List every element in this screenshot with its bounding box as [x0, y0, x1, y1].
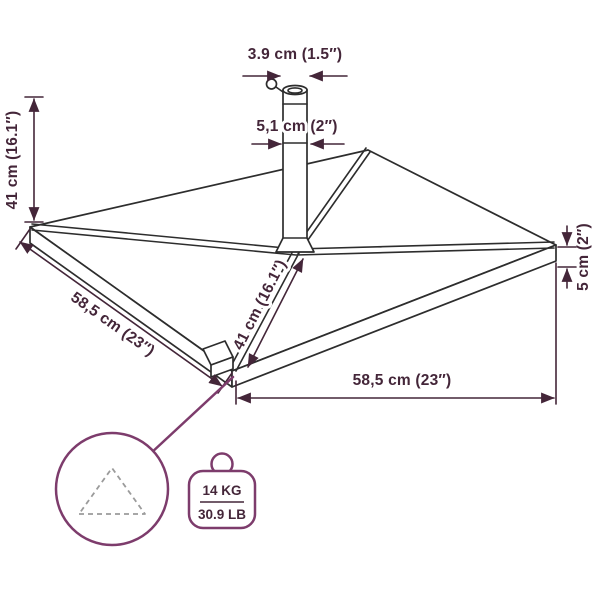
weight-body [187, 469, 257, 530]
dim-pole-collar-diameter: 5,1 cm (2″) [251, 115, 345, 150]
dim-pole-top-diameter: 3.9 cm (1.5″) [242, 46, 348, 82]
pole-opening [287, 87, 303, 94]
dim-shaft [19, 241, 223, 387]
pole-knob [265, 78, 278, 90]
weight-icon: 14 KG 30.9 LB [187, 452, 257, 530]
dim-slab-thickness: 5 cm (2″) [557, 223, 592, 291]
base-right-face [231, 244, 557, 388]
pole-knob-link [275, 86, 284, 93]
pole [265, 78, 315, 253]
dim-ticks [557, 246, 577, 268]
dim-height-left-label: 41 cm (16.1″) [4, 111, 21, 210]
dim-height-left: 41 cm (16.1″) [4, 96, 44, 223]
weight-kg-label: 14 KG [202, 483, 241, 498]
dim-pole-top-diameter-label: 3.9 cm (1.5″) [248, 46, 342, 63]
dim-edge-bottom: 58,5 cm (23″) [235, 262, 557, 405]
dim-ticks [24, 96, 44, 223]
triangle-plate-icon [78, 467, 146, 515]
dim-extension-lines [235, 262, 557, 405]
dim-pole-collar-label: 5,1 cm (2″) [256, 118, 337, 135]
plate-shape-icon [54, 431, 170, 547]
dim-edge-bottom-label: 58,5 cm (23″) [353, 372, 452, 389]
callout-leader-line [148, 375, 235, 456]
dim-shaft [247, 258, 304, 368]
dim-slab-thickness-label: 5 cm (2″) [575, 223, 592, 291]
weight-lb-label: 30.9 LB [198, 507, 246, 522]
